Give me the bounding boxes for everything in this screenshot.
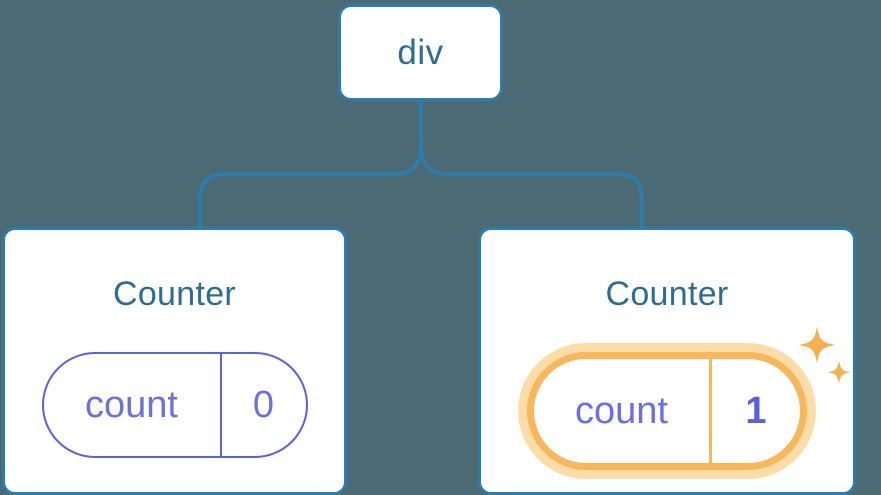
counter-left-title: Counter	[112, 275, 237, 313]
sparkle-small-icon	[827, 360, 851, 384]
sparkle-large-icon	[798, 326, 836, 364]
node-div[interactable]: div	[338, 4, 503, 101]
counter-right-state-value: 1	[709, 359, 800, 463]
node-counter-right[interactable]: Counter count 1	[478, 227, 856, 495]
sparkles-group	[798, 326, 851, 384]
connector-branch-right	[419, 142, 644, 230]
node-counter-left[interactable]: Counter count 0	[2, 227, 347, 495]
counter-right-state-key: count	[575, 390, 668, 432]
counter-left-state-pill[interactable]: count 0	[41, 352, 308, 458]
counter-right-title: Counter	[605, 275, 729, 313]
node-div-label: div	[397, 33, 444, 72]
connector-branch-left	[198, 142, 423, 230]
counter-left-state-value: 0	[219, 354, 306, 456]
counter-left-state-pill-wrap: count 0	[41, 352, 308, 458]
counter-right-state-pill-wrap: count 1	[527, 326, 851, 470]
counter-left-state-key: count	[85, 384, 178, 426]
counter-right-state-pill[interactable]: count 1	[527, 352, 807, 470]
